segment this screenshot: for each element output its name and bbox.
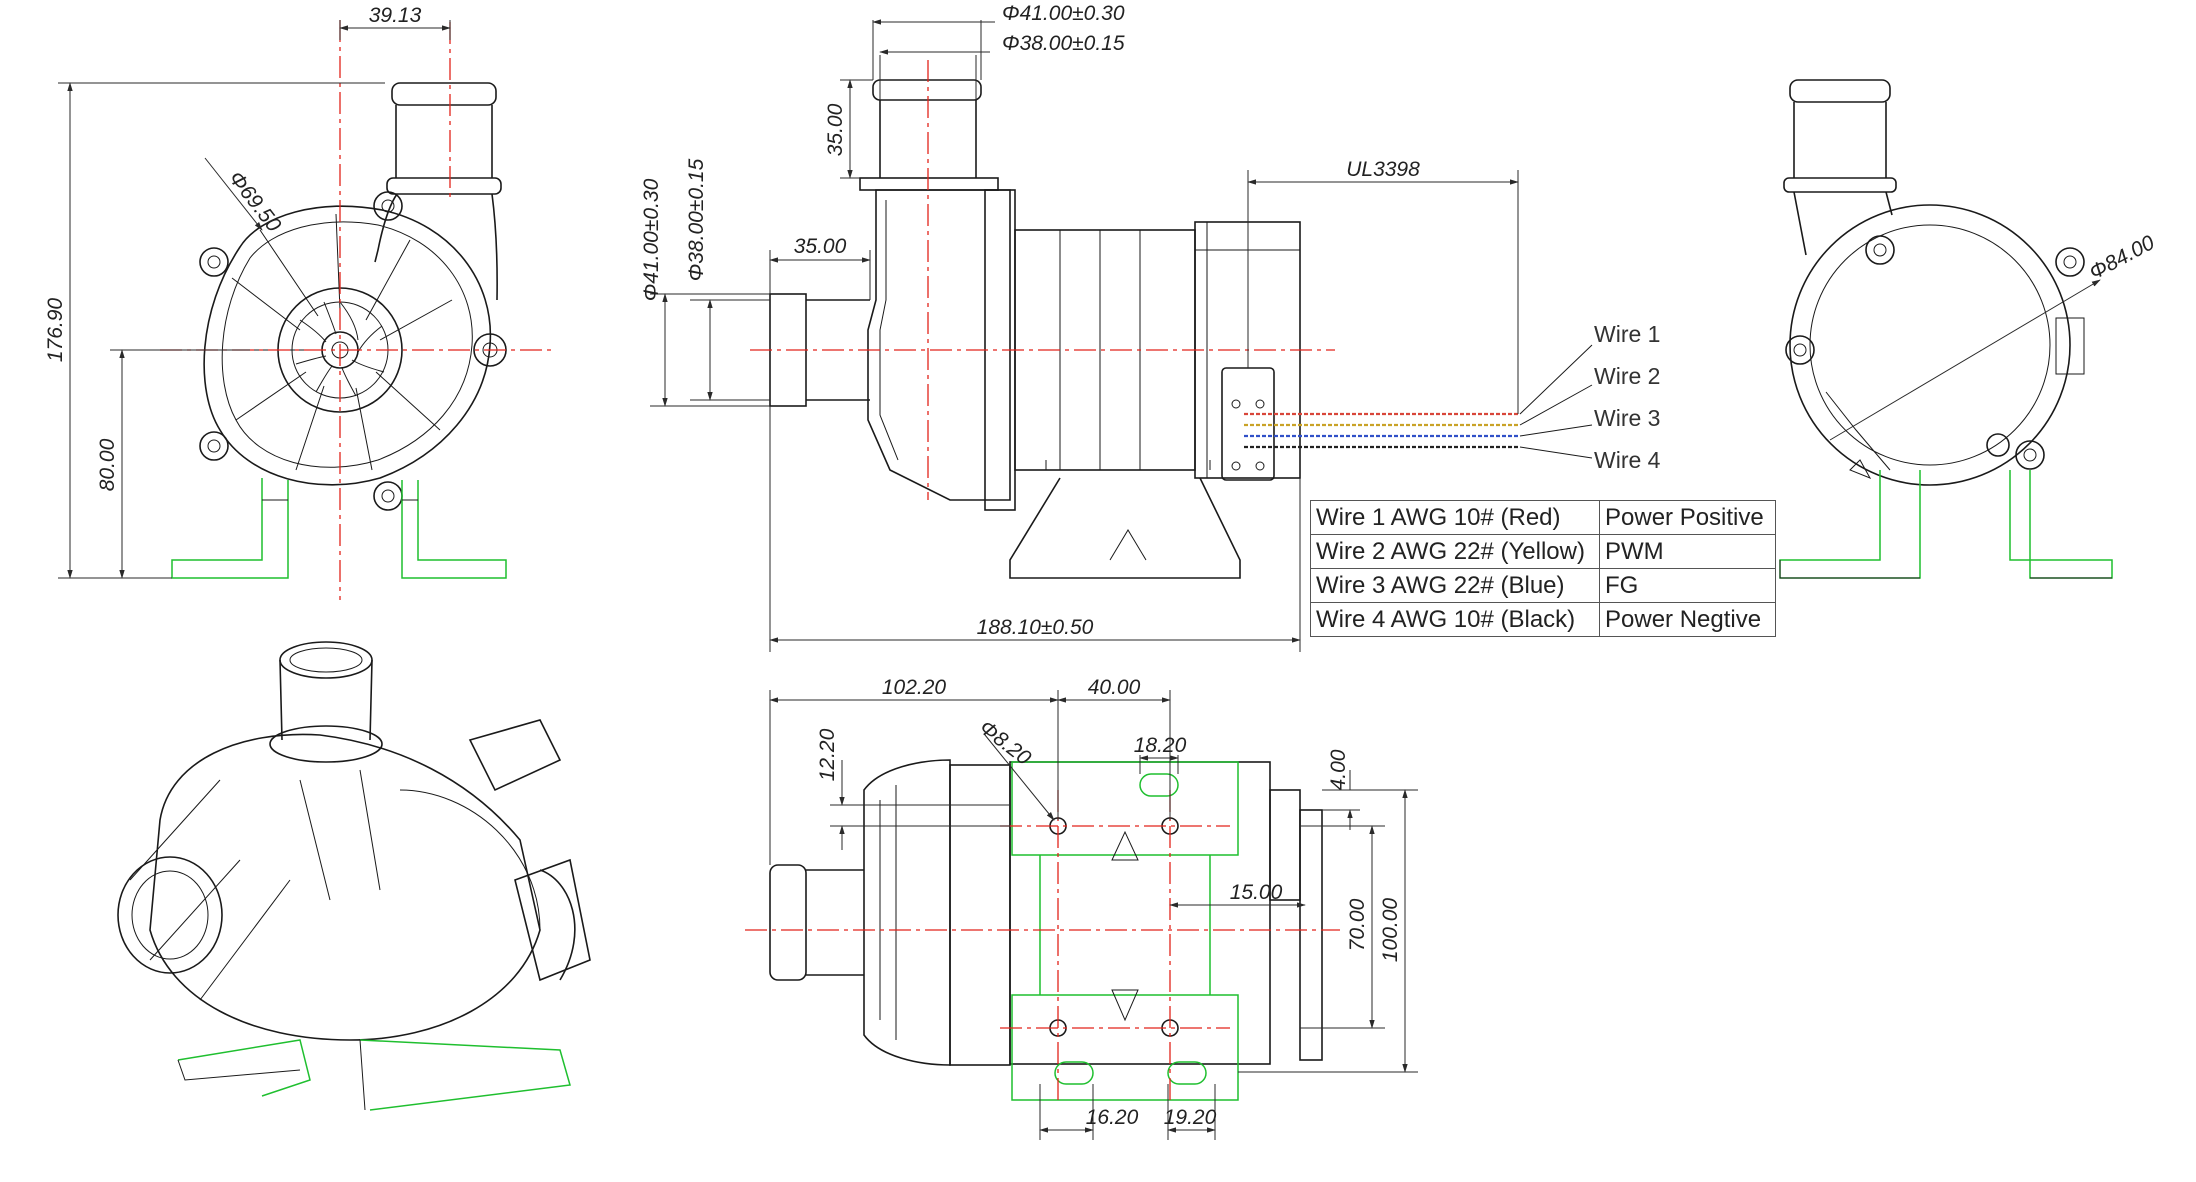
dim-edge-offset: 4.00 (1327, 749, 1350, 790)
wire-function: Power Negtive (1599, 602, 1776, 637)
dim-top-offset: 39.13 (369, 4, 422, 27)
dim-bottom-slot-2: 19.20 (1164, 1106, 1217, 1129)
isometric-view (117, 641, 591, 1111)
wire-function: FG (1599, 568, 1776, 603)
dim-inlet-id: Φ38.00±0.15 (685, 158, 708, 281)
wire-label-1: Wire 1 (1594, 321, 1660, 347)
dim-hole-spacing-y: 70.00 (1346, 898, 1369, 951)
wire-function: PWM (1599, 534, 1776, 569)
dim-bottom-slot-1: 16.20 (1086, 1106, 1139, 1129)
dim-motor-dia: Φ84.00 (2086, 231, 2159, 284)
wire-spec-table: Wire 1 AWG 10# (Red) Power Positive Wire… (1310, 500, 1776, 637)
wire-spec: Wire 4 AWG 10# (Black) (1310, 602, 1600, 637)
dim-outlet-od: Φ41.00±0.30 (1002, 2, 1125, 25)
dim-base-width: 100.00 (1379, 898, 1402, 963)
rear-view: Φ84.00 (1779, 79, 2159, 579)
dim-slot-width: 18.20 (1134, 734, 1187, 757)
wire-function: Power Positive (1599, 500, 1776, 535)
table-row: Wire 4 AWG 10# (Black) Power Negtive (1310, 602, 1776, 637)
dim-hole-spacing-x: 40.00 (1088, 676, 1141, 699)
wire-label-2: Wire 2 (1594, 363, 1660, 389)
dim-outlet-len: 35.00 (824, 103, 847, 156)
side-view: Φ41.00±0.30 Φ38.00±0.15 35.00 Φ41.00±0.3… (640, 2, 1593, 652)
table-row: Wire 2 AWG 22# (Yellow) PWM (1310, 534, 1776, 569)
dim-base-offset: 102.20 (882, 676, 947, 699)
wire-label-4: Wire 4 (1594, 447, 1661, 473)
dim-inlet-od: Φ41.00±0.30 (640, 178, 663, 301)
wire-spec: Wire 3 AWG 22# (Blue) (1310, 568, 1600, 603)
dim-total-length: 188.10±0.50 (977, 616, 1094, 639)
dim-center-offset: 15.00 (1230, 881, 1283, 904)
bottom-view: 102.20 40.00 Φ8.20 18.20 12.20 4.00 15.0… (745, 676, 1418, 1140)
table-row: Wire 3 AWG 22# (Blue) FG (1310, 568, 1776, 603)
wire-spec: Wire 1 AWG 10# (Red) (1310, 500, 1600, 535)
dim-impeller-dia: Φ69.50 (224, 167, 285, 237)
dim-inlet-len: 35.00 (794, 235, 847, 258)
front-view: 39.13 176.90 80.00 Φ69.50 (44, 4, 555, 600)
dim-hole-dia: Φ8.20 (975, 716, 1035, 770)
dim-outlet-id: Φ38.00±0.15 (1002, 32, 1125, 55)
wire-label-3: Wire 3 (1594, 405, 1660, 431)
table-row: Wire 1 AWG 10# (Red) Power Positive (1310, 500, 1776, 535)
wire-spec: Wire 2 AWG 22# (Yellow) (1310, 534, 1600, 569)
dim-total-height: 176.90 (44, 298, 67, 363)
dim-slot-offset: 12.20 (816, 728, 839, 781)
dim-axis-height: 80.00 (96, 438, 119, 491)
dim-cable-type: UL3398 (1346, 158, 1420, 181)
